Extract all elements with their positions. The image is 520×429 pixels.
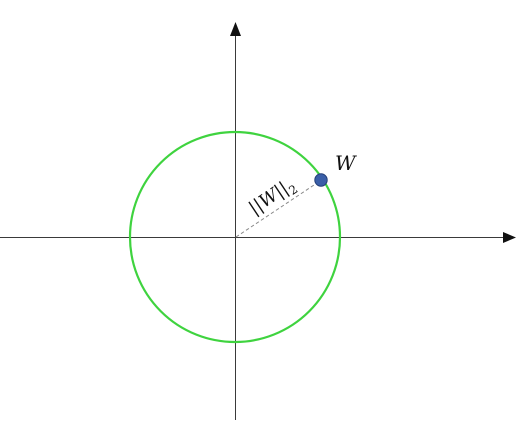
- point-w: [314, 173, 328, 187]
- point-w-label: W: [335, 151, 357, 175]
- y-axis-arrow-icon: [230, 22, 241, 36]
- l2-norm-circle: [128, 130, 342, 344]
- radius-line: [235, 180, 321, 238]
- svg-text:||W||2: ||W||2: [245, 174, 300, 222]
- norm-label: ||W||2: [245, 174, 300, 222]
- x-axis-arrow-icon: [503, 232, 516, 243]
